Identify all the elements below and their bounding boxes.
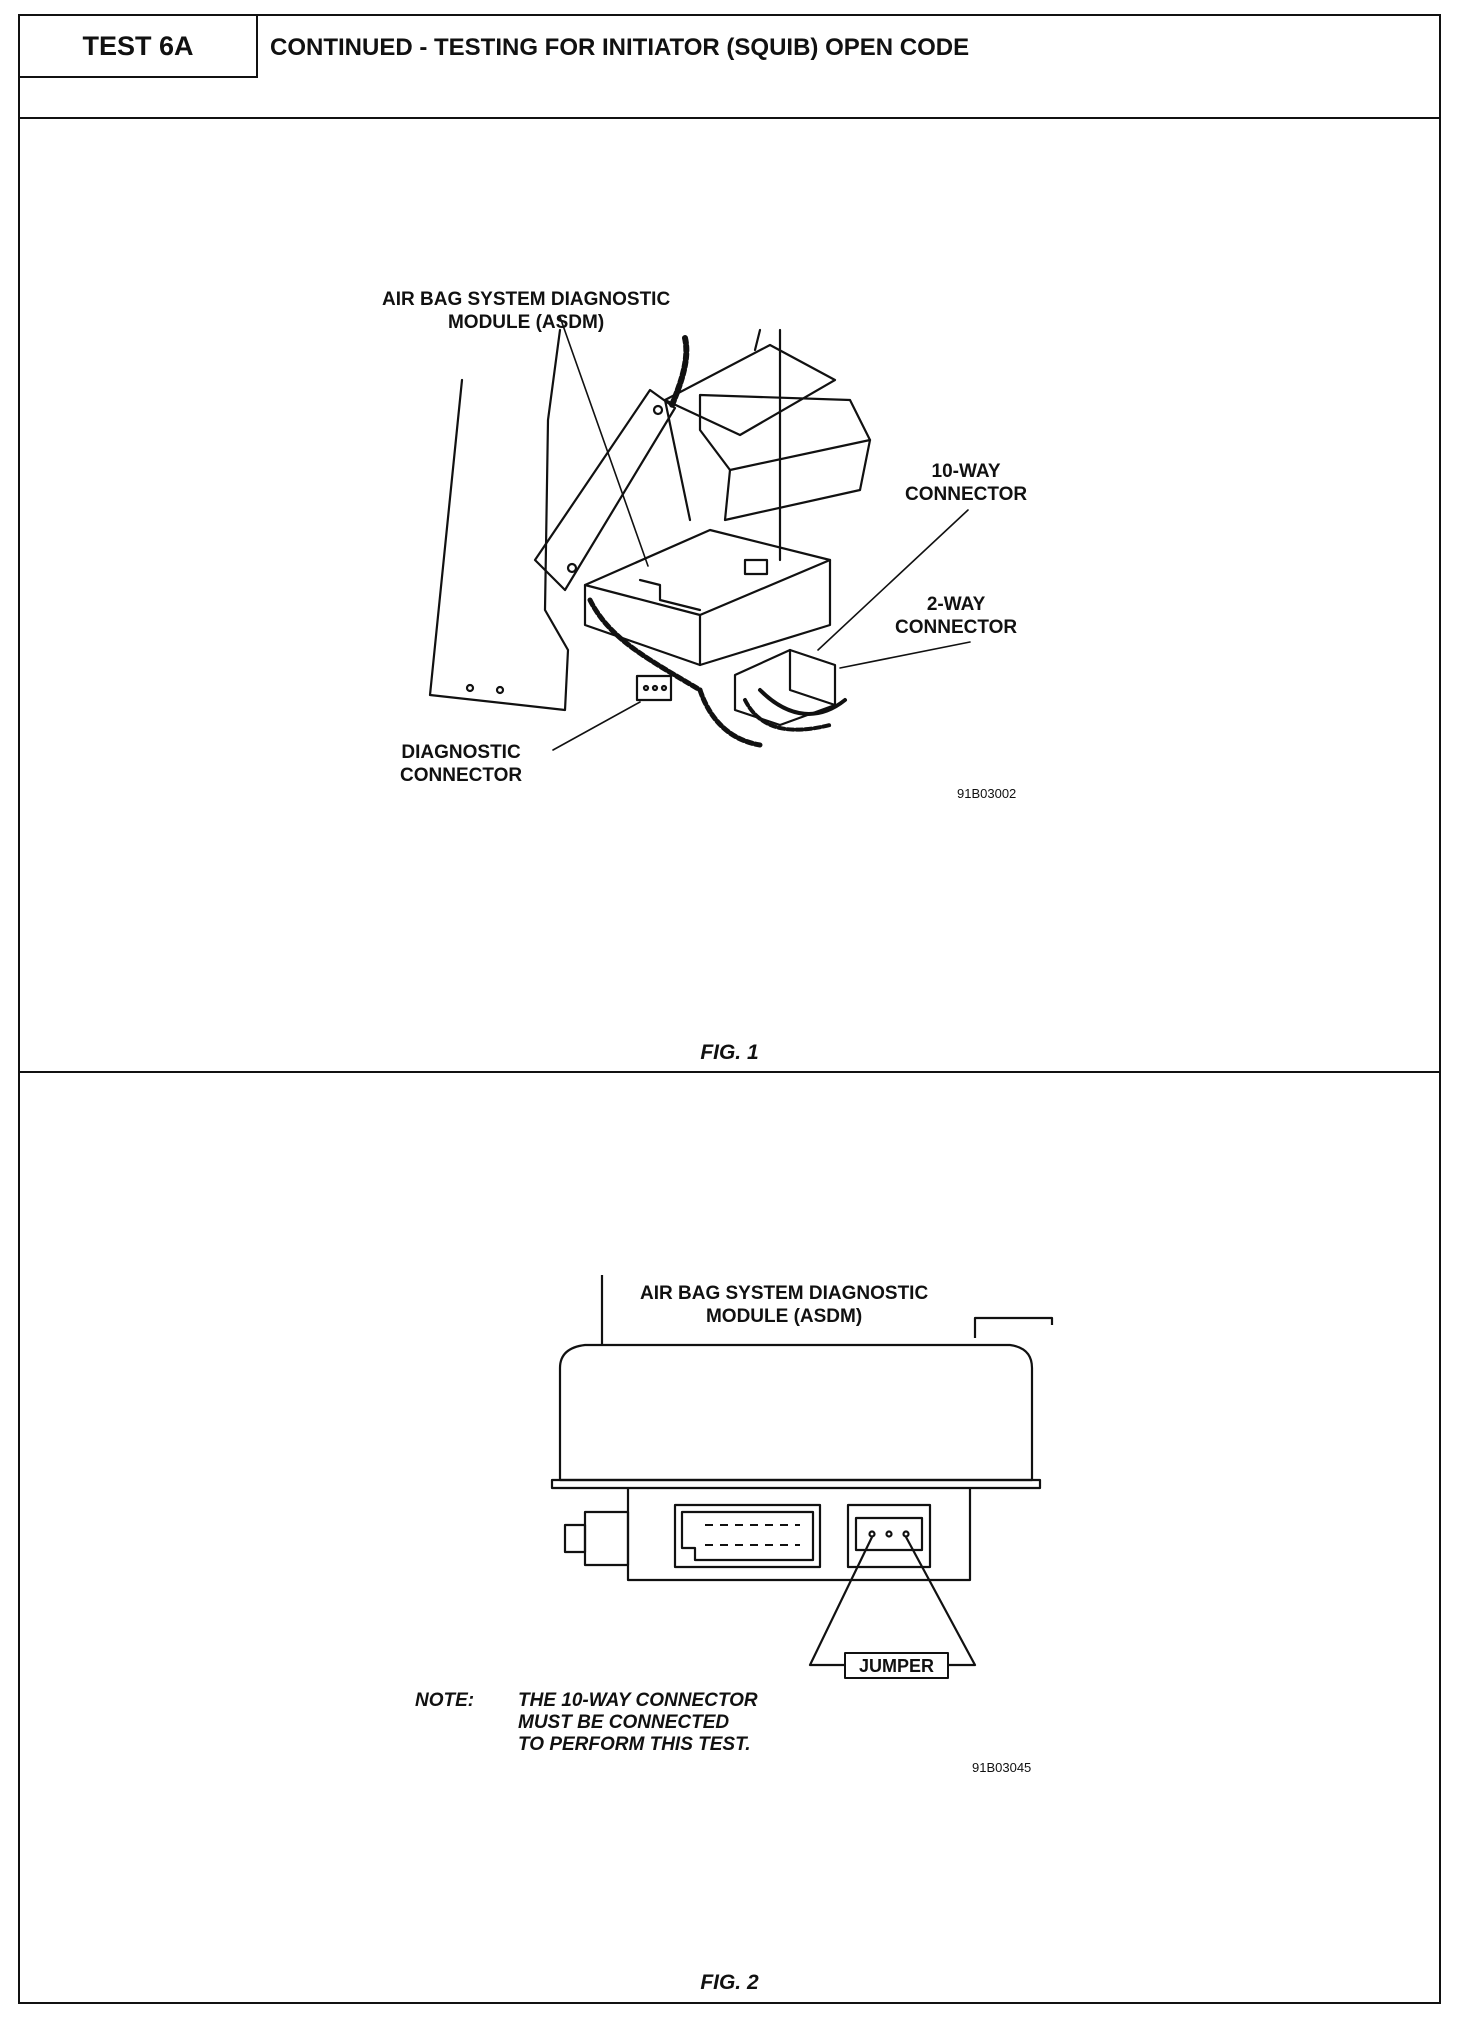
fig1-module-label-line2: MODULE (ASDM)	[447, 312, 605, 333]
figure-divider	[20, 1071, 1439, 1073]
page-frame: TEST 6A CONTINUED - TESTING FOR INITIATO…	[18, 14, 1441, 2004]
fig1-module-label-line1: AIR BAG SYSTEM DIAGNOSTIC	[382, 289, 671, 310]
page-title: CONTINUED - TESTING FOR INITIATOR (SQUIB…	[270, 34, 970, 61]
note-line2: MUST BE CONNECTED	[518, 1712, 730, 1733]
fig1-module-label: AIR BAG SYSTEM DIAGNOSTIC MODULE (ASDM)	[382, 288, 670, 334]
header: TEST 6A CONTINUED - TESTING FOR INITIATO…	[20, 16, 1439, 119]
note-line3: TO PERFORM THIS TEST.	[518, 1734, 751, 1755]
fig1-figure-id: 91B03002	[957, 786, 1017, 801]
fig1-10way-label: 10-WAY CONNECTOR	[905, 460, 1027, 506]
fig1-diagnostic-label-line2: CONNECTOR	[400, 765, 523, 786]
note-text: THE 10-WAY CONNECTOR MUST BE CONNECTED T…	[518, 1690, 758, 1756]
fig2-module-label-line1: AIR BAG SYSTEM DIAGNOSTIC	[640, 1283, 929, 1304]
fig1-2way-label-line2: CONNECTOR	[895, 617, 1018, 638]
fig1-diagnostic-label: DIAGNOSTIC CONNECTOR	[400, 741, 522, 787]
fig1-2way-label: 2-WAY CONNECTOR	[895, 593, 1017, 639]
fig2-caption: FIG. 2	[700, 1971, 759, 1994]
note-line1: THE 10-WAY CONNECTOR	[518, 1690, 758, 1711]
test-id-box: TEST 6A	[20, 16, 258, 78]
jumper-label: JUMPER	[858, 1656, 934, 1676]
note-label: NOTE:	[415, 1690, 475, 1711]
fig1-diagnostic-label-line1: DIAGNOSTIC	[401, 742, 521, 763]
fig2-figure-id: 91B03045	[972, 1760, 1032, 1775]
fig1-caption: FIG. 1	[700, 1041, 759, 1064]
fig2-module-label-line2: MODULE (ASDM)	[705, 1306, 863, 1327]
fig1-10way-label-line1: 10-WAY	[931, 461, 1001, 482]
fig2-module-label: AIR BAG SYSTEM DIAGNOSTIC MODULE (ASDM)	[640, 1282, 928, 1328]
fig1-2way-label-line1: 2-WAY	[926, 594, 986, 615]
fig1-10way-label-line2: CONNECTOR	[905, 484, 1028, 505]
test-id: TEST 6A	[82, 30, 194, 61]
